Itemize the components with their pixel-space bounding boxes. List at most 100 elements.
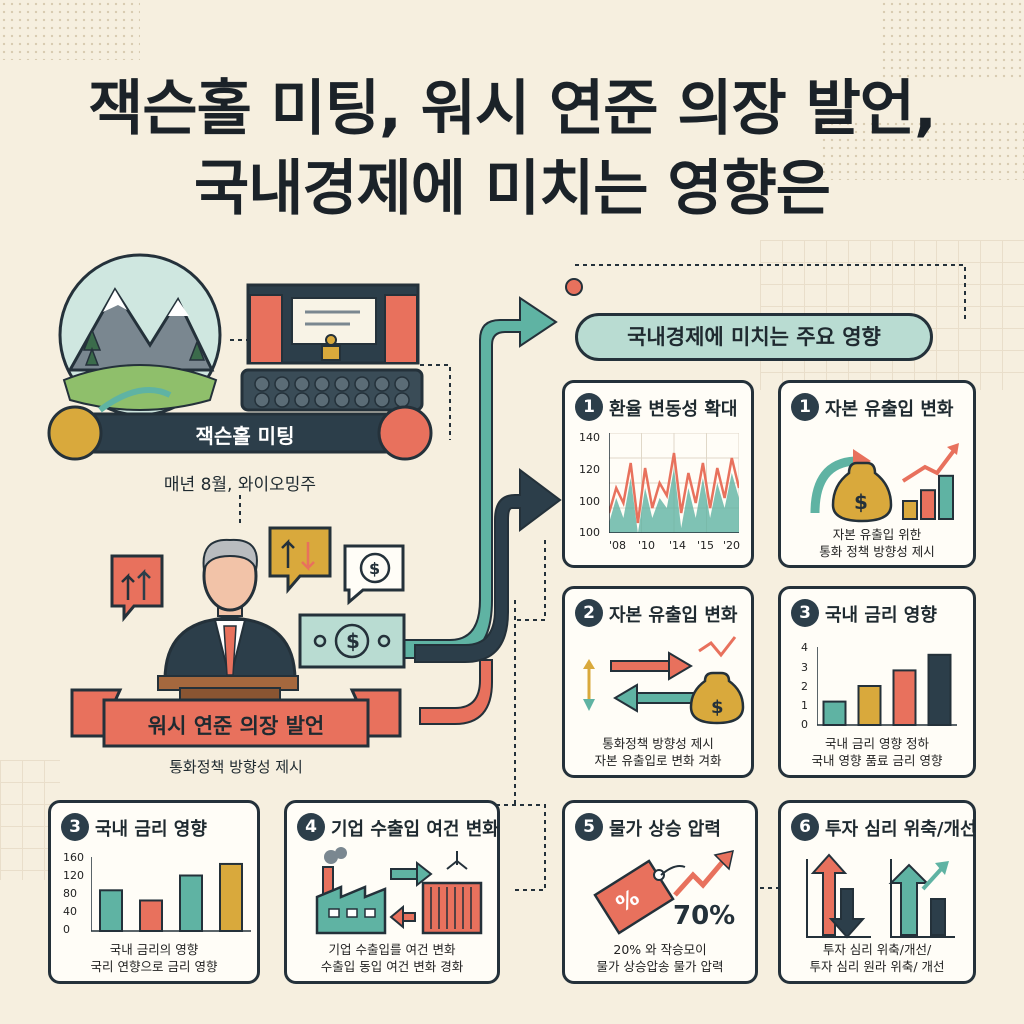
bar bbox=[99, 889, 123, 932]
x-tick: '08 bbox=[609, 539, 627, 552]
card-domestic-rate-2: 3 국내 금리 영향 160 120 80 40 0 국내 금리의 영향 국리 … bbox=[48, 800, 260, 984]
y-tick: 2 bbox=[801, 680, 808, 693]
y-tick: 100 bbox=[579, 495, 600, 508]
card-title: 자본 유출입 변화 bbox=[609, 605, 738, 626]
speaker-icon bbox=[157, 538, 299, 713]
card-caption-line2: 자본 유출입로 변화 겨화 bbox=[594, 753, 722, 768]
card-capital-flow: 1 자본 유출입 변화 $ 자본 유출입 위한 통화 정책 방향성 제시 bbox=[778, 380, 976, 568]
capital-exchange-icon: $ bbox=[583, 636, 745, 725]
y-tick: 40 bbox=[63, 905, 77, 918]
card-trade-conditions: 4 기업 수출입 여건 변화 기업 수출입를 여건 변화 수출입 동입 여건 변… bbox=[284, 800, 500, 984]
card-caption-line1: 국내 금리 영향 정하 bbox=[825, 736, 929, 751]
card-number: 1 bbox=[791, 393, 819, 421]
card-fx-volatility: 1 환율 변동성 확대 140 120 100 100 '08 '10 '14 … bbox=[562, 380, 754, 568]
svg-text:$: $ bbox=[854, 490, 868, 514]
card-price-pressure: 5 물가 상승 압력 % 70% 20% 와 작승모이 물가 상승압송 물가 압… bbox=[562, 800, 758, 984]
bar bbox=[920, 489, 936, 520]
speech-bubble-icon bbox=[268, 526, 332, 595]
series-line bbox=[609, 452, 739, 524]
card-caption-line1: 기업 수출입를 여건 변화 bbox=[328, 942, 456, 957]
y-tick: 100 bbox=[579, 526, 600, 539]
y-tick: 140 bbox=[579, 431, 600, 444]
percent-value: 70% bbox=[673, 901, 736, 931]
card-number: 6 bbox=[791, 813, 819, 841]
card-caption-line2: 투자 심리 원라 위축/ 개선 bbox=[809, 959, 945, 974]
page-title-line1: 잭슨홀 미팅, 워시 연준 의장 발언, bbox=[88, 74, 937, 144]
main-impact-banner: 국내경제에 미치는 주요 영향 bbox=[575, 313, 933, 361]
bar bbox=[139, 899, 163, 932]
rate-bar-chart bbox=[91, 857, 251, 932]
sentiment-arrows-icon bbox=[806, 853, 955, 939]
bar bbox=[822, 700, 847, 726]
arrow-icon bbox=[399, 296, 562, 725]
speech-banner-label: 워시 연준 의장 발언 bbox=[147, 714, 325, 738]
svg-text:$: $ bbox=[346, 629, 360, 653]
card-caption-line2: 물가 상승압송 물가 압력 bbox=[596, 959, 724, 974]
y-tick: 80 bbox=[63, 887, 77, 900]
rate-bar-chart bbox=[817, 647, 957, 726]
card-caption-line1: 20% 와 작승모이 bbox=[613, 942, 707, 957]
bar bbox=[219, 862, 243, 932]
card-number: 1 bbox=[575, 393, 603, 421]
card-domestic-rate: 3 국내 금리 영향 4 3 2 1 0 국내 금리 영향 정하 국내 영향 품… bbox=[778, 586, 976, 778]
series-area bbox=[609, 468, 739, 533]
card-title: 국내 금리 영향 bbox=[95, 819, 207, 840]
x-tick: '15 bbox=[697, 539, 715, 552]
card-number: 4 bbox=[297, 813, 325, 841]
x-tick: '20 bbox=[723, 539, 741, 552]
y-tick: 3 bbox=[801, 661, 808, 674]
jackson-caption: 매년 8월, 와이오밍주 bbox=[163, 475, 317, 495]
card-investment-sentiment: 6 투자 심리 위축/개선 투자 심리 위축/개선/ 투자 심리 원라 위축/ … bbox=[778, 800, 977, 984]
bar bbox=[902, 500, 918, 520]
card-title: 투자 심리 위축/개선 bbox=[825, 819, 977, 840]
card-title: 물가 상승 압력 bbox=[609, 819, 721, 840]
speech-bubble-icon bbox=[343, 544, 405, 606]
y-tick: 160 bbox=[63, 851, 84, 864]
fx-line-chart bbox=[609, 433, 739, 533]
card-caption-line2: 국내 영향 품료 금리 영향 bbox=[811, 753, 943, 768]
price-tag-icon bbox=[593, 850, 734, 935]
factory-container-icon bbox=[315, 847, 483, 935]
y-tick: 0 bbox=[801, 718, 808, 731]
dot-pattern bbox=[820, 120, 1024, 180]
bar bbox=[179, 874, 203, 932]
svg-text:$: $ bbox=[711, 697, 724, 718]
x-tick: '10 bbox=[638, 539, 656, 552]
x-tick: '14 bbox=[669, 539, 687, 552]
mountain-icon bbox=[58, 253, 222, 417]
card-number: 3 bbox=[61, 813, 89, 841]
card-caption-line1: 투자 심리 위축/개선/ bbox=[822, 942, 932, 957]
dot-pattern bbox=[0, 0, 140, 60]
bar bbox=[857, 685, 882, 726]
bar bbox=[927, 653, 952, 726]
card-number: 2 bbox=[575, 599, 603, 627]
bar bbox=[938, 474, 954, 520]
svg-text:$: $ bbox=[369, 559, 380, 578]
y-tick: 120 bbox=[579, 463, 600, 476]
page-title-line2: 국내경제에 미치는 영향은 bbox=[194, 154, 831, 224]
card-number: 5 bbox=[575, 813, 603, 841]
card-caption-line1: 통화정책 방향성 제시 bbox=[602, 736, 714, 751]
y-tick: 1 bbox=[801, 699, 808, 712]
money-bubble-icon bbox=[298, 613, 406, 669]
speech-banner-shape bbox=[70, 688, 402, 748]
y-tick: 120 bbox=[63, 869, 84, 882]
bar bbox=[892, 669, 917, 726]
card-title: 기업 수출입 여건 변화 bbox=[331, 819, 499, 840]
jackson-banner-label: 잭슨홀 미팅 bbox=[195, 424, 295, 448]
card-capital-flow-2: 2 자본 유출입 변화 $ 통화정책 방향성 제시 자본 유출입로 변화 겨화 bbox=[562, 586, 754, 778]
card-number: 3 bbox=[791, 599, 819, 627]
card-title: 자본 유출입 변화 bbox=[825, 399, 954, 420]
card-caption-line1: 자본 유출입 위한 bbox=[832, 527, 922, 542]
speech-caption: 통화정책 방향성 제시 bbox=[169, 758, 303, 776]
capital-flow-icon: $ bbox=[810, 443, 959, 523]
dot-pattern bbox=[880, 0, 1024, 80]
card-caption-line2: 국리 연향으로 금리 영향 bbox=[90, 959, 218, 974]
card-caption-line2: 통화 정책 방향성 제시 bbox=[819, 544, 935, 559]
y-tick: 4 bbox=[801, 641, 808, 654]
card-caption-line1: 국내 금리의 영향 bbox=[109, 942, 199, 957]
y-tick: 0 bbox=[63, 923, 70, 936]
card-caption-line2: 수출입 동입 여건 변화 경화 bbox=[320, 959, 464, 974]
jackson-banner-shape bbox=[47, 405, 433, 461]
